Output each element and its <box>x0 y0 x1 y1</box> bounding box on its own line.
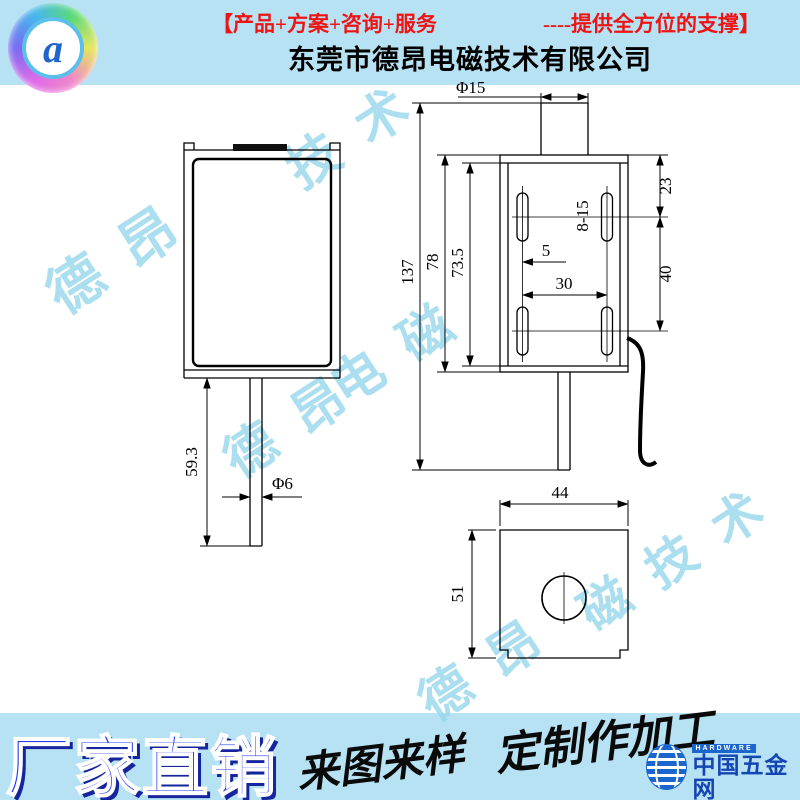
plunger-tip <box>233 144 287 151</box>
slogan-left-text: 【产品+方案+咨询+服务 <box>212 12 437 36</box>
logo-letter: a <box>22 17 84 79</box>
front-view-dimensions <box>412 93 668 471</box>
company-name: 东莞市德昂电磁技术有限公司 <box>288 45 652 75</box>
hardware-site-name: 中国五金网 <box>692 752 789 800</box>
hardware-en-label: HARDWARE <box>692 744 756 754</box>
dim-overall-height: 137 <box>398 259 417 285</box>
slogan-right-text: ----提供全方位的支撑】 <box>543 12 760 36</box>
dim-depth: 51 <box>448 586 467 603</box>
drawing-canvas <box>0 85 800 713</box>
dim-hole-span-horizontal: 30 <box>556 274 573 293</box>
globe-meridian <box>654 745 679 789</box>
hardware-site-text: HARDWARE 中国五金网 www.hardware.cn <box>692 744 800 800</box>
hardware-site-logo[interactable]: HARDWARE 中国五金网 www.hardware.cn <box>646 744 800 800</box>
header-slogan: 【产品+方案+咨询+服务 ----提供全方位的支撑】 <box>212 8 760 38</box>
dim-plunger-diameter: Φ15 <box>456 78 485 97</box>
dim-inner-height: 73.5 <box>448 248 467 278</box>
side-view <box>183 142 341 547</box>
bottom-view <box>499 529 629 659</box>
front-view-centerlines <box>512 186 668 362</box>
dim-width: 44 <box>552 483 570 502</box>
globe-icon <box>646 744 688 790</box>
side-view-dimensions <box>200 377 302 547</box>
dim-slot-size: 8-15 <box>573 200 592 231</box>
company-logo: a <box>8 3 98 93</box>
dim-rod-diameter: Φ6 <box>272 474 293 493</box>
factory-direct-text: 厂家直销 <box>5 729 278 800</box>
dim-top-offset: 23 <box>656 178 675 195</box>
bottom-view-dimensions <box>468 500 629 659</box>
lead-wire <box>626 336 658 467</box>
dim-body-height: 78 <box>423 254 442 271</box>
dim-hole-pitch-vertical: 40 <box>656 266 675 283</box>
dim-rod-length: 59.3 <box>182 447 201 477</box>
dim-edge-offset: 5 <box>542 241 551 260</box>
front-view <box>499 102 658 471</box>
